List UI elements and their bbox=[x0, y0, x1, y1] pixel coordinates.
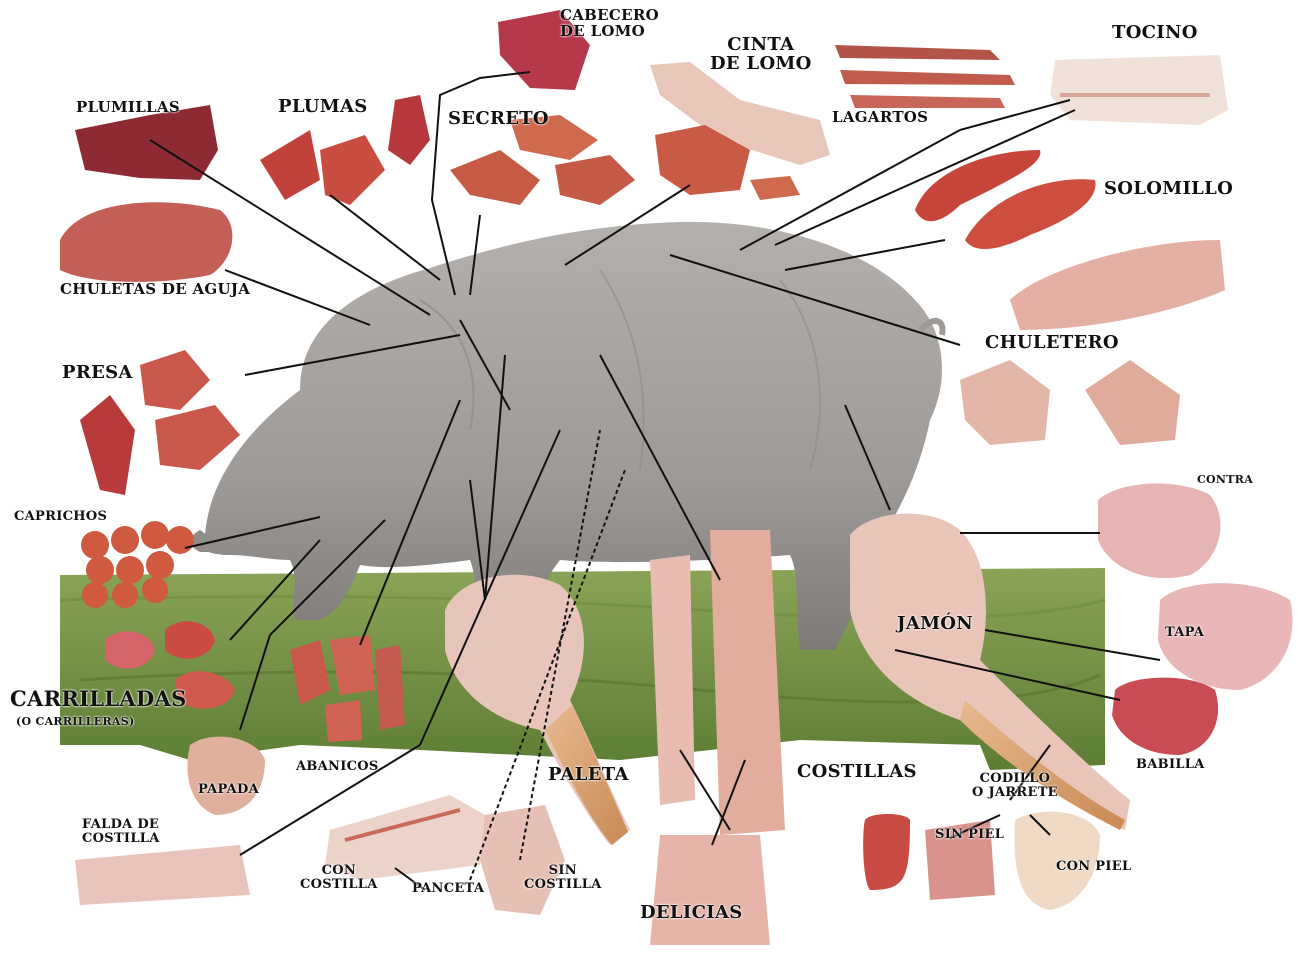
label-o-carrilleras: (O CARRILLERAS) bbox=[16, 716, 135, 728]
label-delicias: DELICIAS bbox=[640, 904, 743, 923]
label-con-piel: CON PIEL bbox=[1056, 860, 1131, 874]
label-caprichos: CAPRICHOS bbox=[14, 510, 107, 524]
label-paleta: PALETA bbox=[548, 766, 629, 785]
label-cabecero-de-lomo: CABECERODE LOMO bbox=[560, 8, 659, 40]
label-panceta-sin-costilla: SINCOSTILLA bbox=[524, 864, 602, 891]
label-panceta-con-costilla: CONCOSTILLA bbox=[300, 864, 378, 891]
label-papada: PAPADA bbox=[198, 783, 259, 797]
label-plumillas: PLUMILLAS bbox=[76, 100, 180, 116]
label-falda-de-costilla: FALDA DECOSTILLA bbox=[82, 818, 160, 845]
label-jamon: JAMÓN bbox=[897, 615, 973, 634]
label-carrilladas: CARRILLADAS bbox=[10, 688, 187, 710]
label-panceta: PANCETA bbox=[412, 882, 484, 896]
label-presa: PRESA bbox=[62, 364, 133, 383]
label-plumas: PLUMAS bbox=[278, 98, 368, 117]
label-secreto: SECRETO bbox=[448, 110, 549, 129]
label-codillo-o-jarrete: CODILLOO JARRETE bbox=[972, 772, 1058, 799]
label-tocino: TOCINO bbox=[1112, 24, 1198, 43]
label-chuletero: CHULETERO bbox=[985, 334, 1119, 353]
label-chuletas-de-aguja: CHULETAS DE AGUJA bbox=[60, 282, 250, 298]
label-sin-piel: SIN PIEL bbox=[935, 828, 1004, 842]
label-babilla: BABILLA bbox=[1136, 758, 1205, 772]
label-costillas: COSTILLAS bbox=[797, 763, 917, 782]
label-cinta-de-lomo: CINTADE LOMO bbox=[710, 36, 812, 74]
label-tapa: TAPA bbox=[1165, 626, 1204, 640]
label-solomillo: SOLOMILLO bbox=[1104, 180, 1233, 199]
label-lagartos: LAGARTOS bbox=[832, 110, 928, 126]
label-contra: CONTRA bbox=[1197, 474, 1253, 486]
label-abanicos: ABANICOS bbox=[296, 760, 379, 774]
